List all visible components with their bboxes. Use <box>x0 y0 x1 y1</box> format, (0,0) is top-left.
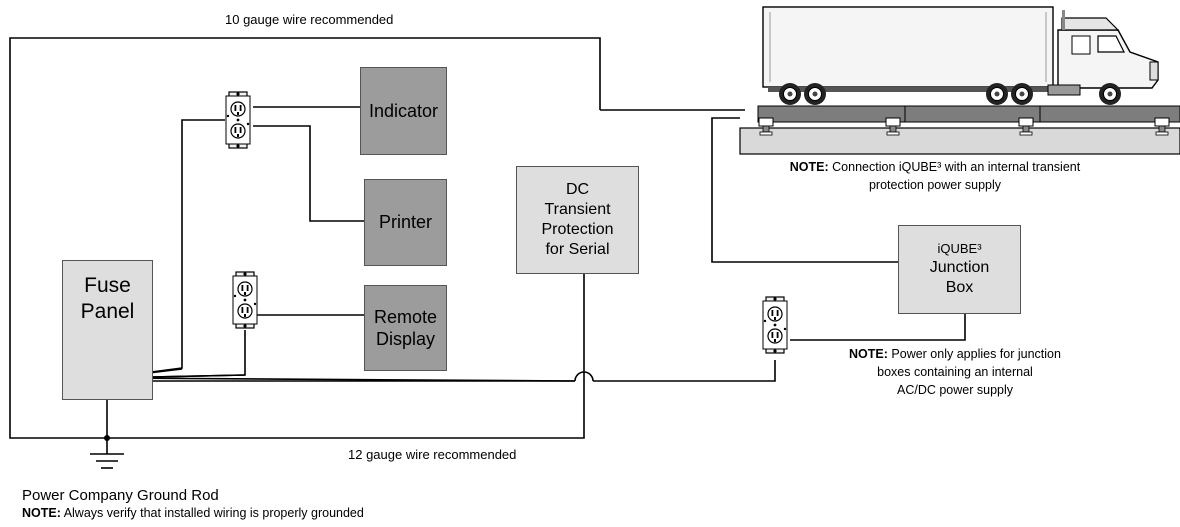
dc-transient-protection-box: DC Transient Protection for Serial <box>516 166 639 274</box>
scale-note: NOTE: Connection iQUBE³ with an internal… <box>730 158 1140 194</box>
junction-box-line3: Box <box>945 278 974 296</box>
note-prefix: NOTE: <box>22 506 61 520</box>
indicator-label: Indicator <box>368 100 439 121</box>
junction-box-line1: iQUBE³ <box>937 241 982 257</box>
remote-display-line2: Display <box>375 329 436 349</box>
fuse-panel-line2: Panel <box>80 300 135 324</box>
truck-scale-icon <box>739 105 1180 155</box>
fuse-panel-line1: Fuse <box>84 274 131 297</box>
junction-outlet-wire-b <box>593 360 776 382</box>
printer-label: Printer <box>378 212 432 233</box>
ground-note-text: Always verify that installed wiring is p… <box>63 506 364 520</box>
outlet-to-printer-wire <box>253 125 364 222</box>
ground-note: NOTE: Always verify that installed wirin… <box>22 506 364 520</box>
note-prefix: NOTE: <box>849 347 888 361</box>
bottom-12-gauge-wire <box>107 270 585 439</box>
scale-note-line2: protection power supply <box>868 178 1002 193</box>
dc-transient-line2: Transient <box>544 201 611 218</box>
top-wire-label: 10 gauge wire recommended <box>225 12 393 27</box>
fuse-panel-fanout <box>106 368 576 382</box>
junction-box-line2: Junction <box>929 258 990 276</box>
scale-to-junction-wire <box>711 117 898 263</box>
printer-box: Printer <box>364 179 447 266</box>
power-note-line1: NOTE: Power only applies for junction <box>800 345 1110 363</box>
power-note-line2: boxes containing an internal <box>877 365 1033 380</box>
wires <box>9 37 966 454</box>
wire-crossover-hop <box>574 371 594 382</box>
top-10-gauge-wire <box>9 37 601 439</box>
ground-rod-label: Power Company Ground Rod <box>22 487 219 504</box>
outlet-icon <box>225 91 251 149</box>
remote-display-box: Remote Display <box>364 285 447 371</box>
power-note: NOTE: Power only applies for junction bo… <box>800 345 1110 399</box>
power-note-line3: AC/DC power supply <box>896 383 1013 398</box>
junction-power-wire <box>790 314 966 341</box>
dc-transient-line4: for Serial <box>545 241 610 258</box>
note-prefix: NOTE: <box>789 160 829 174</box>
truck-icon <box>762 6 1159 106</box>
outlet-icon <box>232 271 258 329</box>
scale-note-line1: NOTE: Connection iQUBE³ with an internal… <box>730 158 1140 176</box>
dc-transient-line1: DC <box>565 181 590 198</box>
dc-transient-line3: Protection <box>541 221 614 238</box>
scale-note-text1: Connection iQUBE³ with an internal trans… <box>832 160 1081 174</box>
junction-dot <box>104 435 110 441</box>
fuse-panel-box: Fuse Panel <box>62 260 153 400</box>
bottom-wire-label: 12 gauge wire recommended <box>348 447 516 462</box>
remote-display-line1: Remote <box>373 306 438 327</box>
power-note-text1: Power only applies for junction <box>891 347 1061 361</box>
indicator-box: Indicator <box>360 67 447 155</box>
ground-symbol-icon <box>90 453 124 469</box>
outlet-icon <box>762 296 788 354</box>
junction-box: iQUBE³ Junction Box <box>898 225 1021 314</box>
